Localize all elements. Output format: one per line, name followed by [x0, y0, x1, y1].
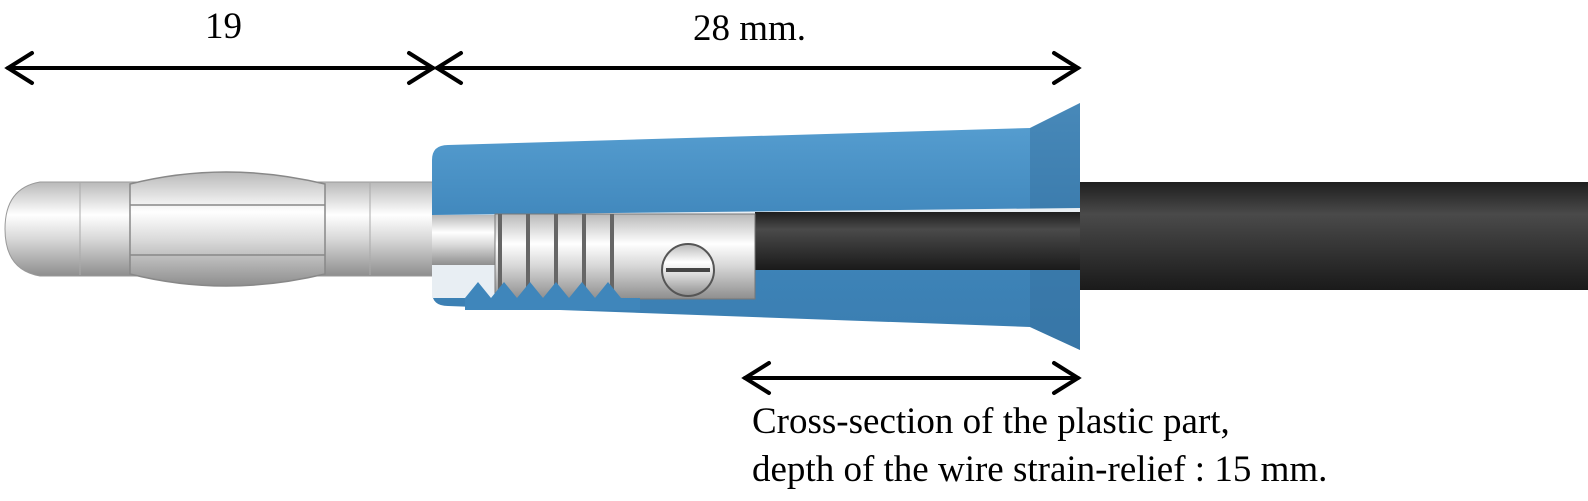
dimension-arrow-15mm: [741, 361, 1082, 395]
inner-cable: [755, 212, 1080, 270]
caption-line-2: depth of the wire strain-relief : 15 mm.: [752, 449, 1328, 490]
spring-lamella: [129, 171, 326, 287]
dimension-label-19: 19: [205, 6, 242, 47]
cable: [1075, 182, 1588, 290]
metal-pin: [4, 171, 441, 287]
caption-line-1: Cross-section of the plastic part,: [752, 401, 1230, 442]
threaded-sleeve: [465, 213, 756, 310]
dimension-arrow-28mm: [433, 51, 1082, 85]
dimension-arrow-19: [4, 51, 437, 85]
dimension-label-28mm: 28 mm.: [693, 8, 807, 49]
